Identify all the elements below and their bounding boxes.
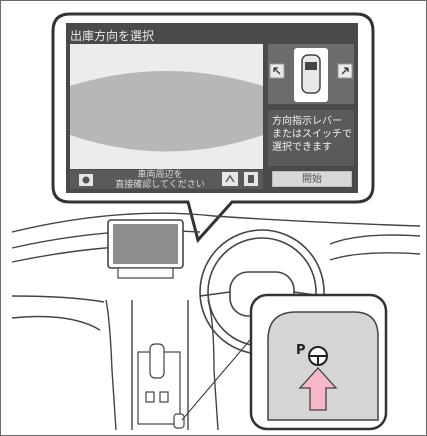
console-p-switch (174, 414, 184, 428)
car-icon (302, 55, 320, 93)
shift-lever (138, 344, 180, 424)
start-button[interactable]: 開始 (272, 171, 352, 187)
steering-wheel-icon (309, 347, 327, 365)
camera-road (70, 71, 263, 152)
park-assist-button[interactable] (222, 172, 238, 186)
screen-title: 出庫方向を選択 (70, 27, 154, 44)
safety-notice: 車両周辺を 直接確認してください (100, 170, 220, 190)
gear-icon (83, 177, 90, 184)
center-display-screen (113, 224, 178, 264)
display-stand (118, 268, 173, 278)
p-label: P (296, 343, 306, 358)
camera-view-icon (248, 175, 254, 183)
car-window-icon (305, 62, 317, 70)
guide-text: 方向指示レバー またはスイッチで 選択できます (272, 115, 352, 154)
